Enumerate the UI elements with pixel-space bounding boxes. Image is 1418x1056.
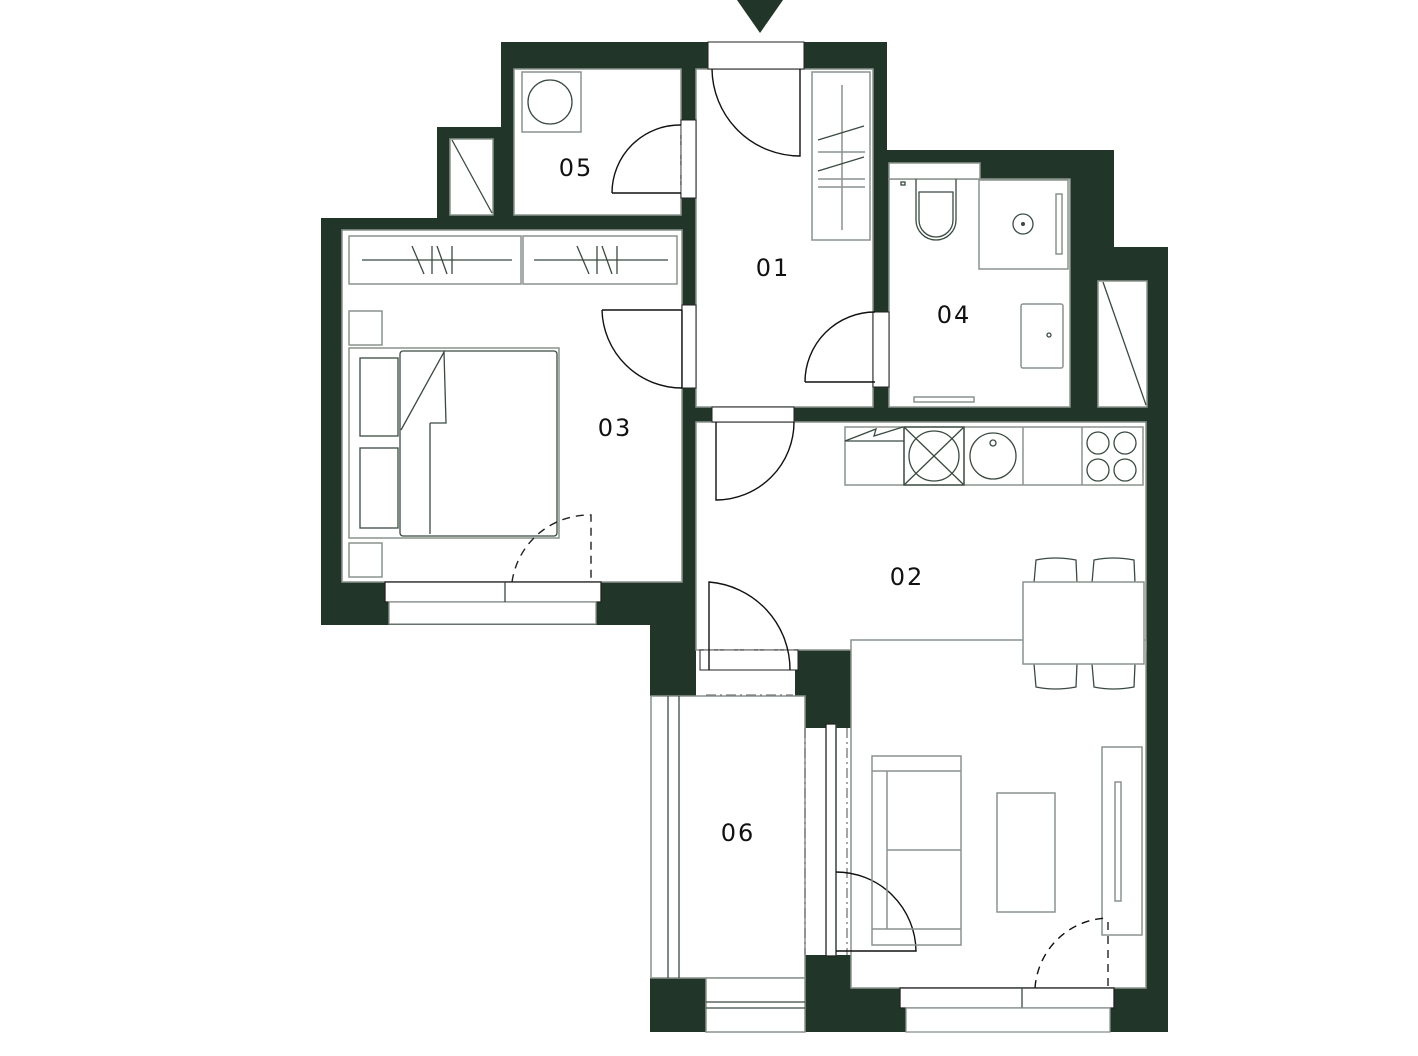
room-01-floor — [695, 68, 874, 408]
room-label-02: 02 — [889, 563, 925, 591]
entrance-arrow-icon — [737, 0, 783, 33]
room-05-floor — [513, 68, 682, 216]
room-label-04: 04 — [936, 301, 972, 329]
room-06-floor — [650, 695, 806, 979]
room-label-05: 05 — [558, 154, 594, 182]
room-label-03: 03 — [597, 414, 633, 442]
room-label-06: 06 — [720, 819, 756, 847]
room-label-01: 01 — [755, 254, 791, 282]
dining-set — [1022, 557, 1145, 690]
floors — [341, 68, 1148, 1033]
